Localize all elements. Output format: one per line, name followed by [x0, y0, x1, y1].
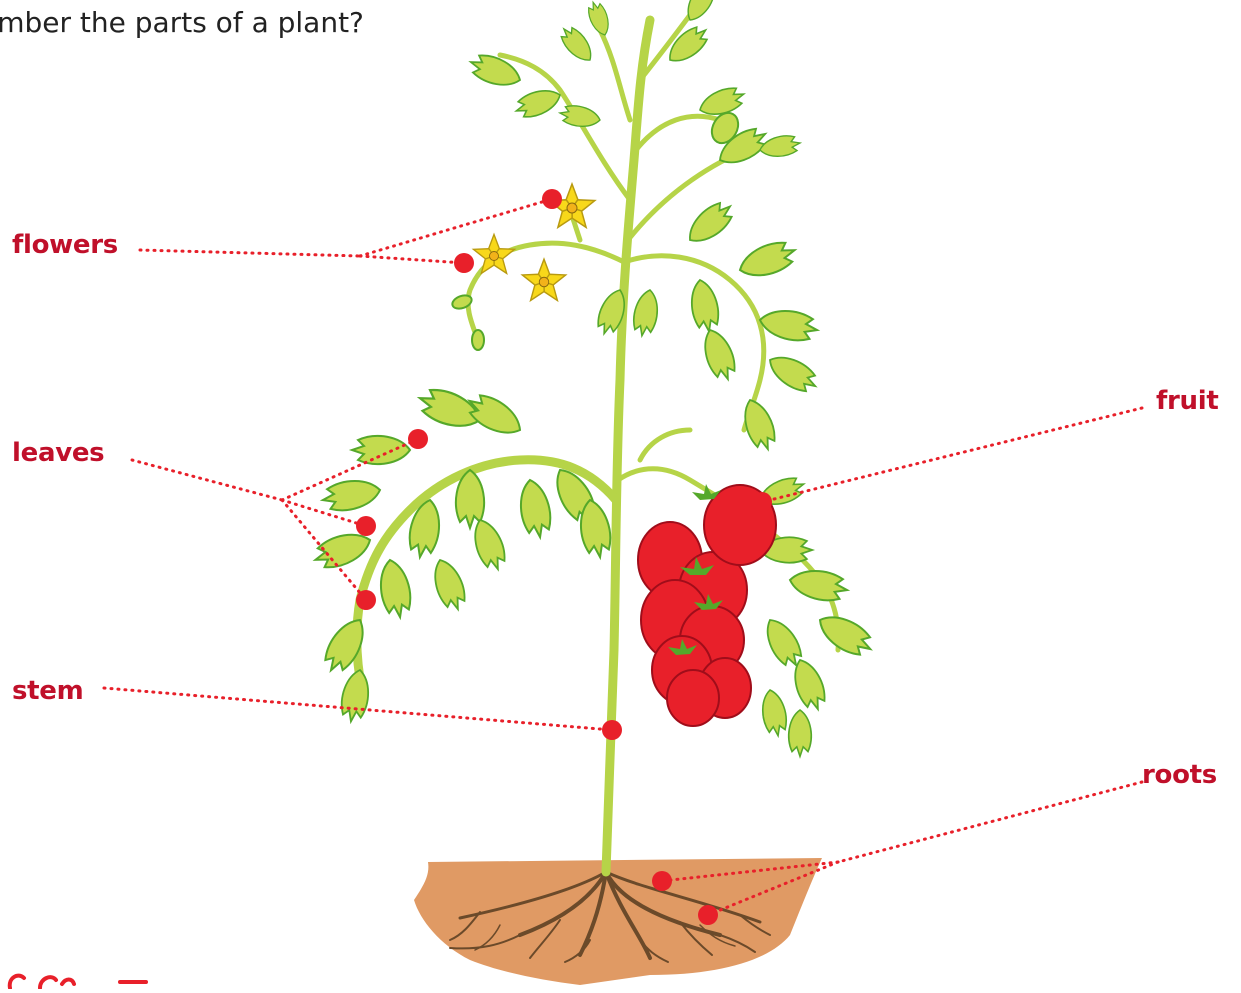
leaflet [467, 50, 525, 92]
dot-flower-1 [542, 189, 562, 209]
leaflet [688, 278, 722, 334]
dot-flower-2 [454, 253, 474, 273]
leaflet [415, 384, 486, 435]
dot-stem [602, 720, 622, 740]
leaflet [319, 613, 372, 677]
leaflet [463, 389, 527, 442]
leaflet [556, 23, 597, 67]
leaflet [558, 103, 601, 129]
leaflet [352, 436, 410, 464]
label-roots: roots [1142, 760, 1217, 790]
dot-root-2 [698, 905, 718, 925]
leaflet [788, 566, 850, 604]
leaflet [758, 306, 820, 344]
dot-leaf-3 [356, 590, 376, 610]
leaflet [338, 668, 372, 724]
leaflet [735, 237, 799, 283]
leaflet [428, 556, 470, 614]
leaflet [698, 326, 740, 384]
main-stem [606, 20, 650, 872]
leaflet [376, 558, 414, 620]
leaflet [813, 608, 877, 661]
leaflet [758, 133, 801, 159]
dot-fruit [752, 492, 772, 512]
dot-root-1 [652, 871, 672, 891]
label-flowers: flowers [12, 230, 118, 260]
dot-leaf-1 [408, 429, 428, 449]
leaflet [789, 710, 812, 756]
brand-logo-fragment [0, 970, 160, 989]
leaflet [631, 288, 661, 338]
label-fruit: fruit [1156, 386, 1219, 416]
leaflet [468, 516, 510, 574]
leaflet [764, 349, 822, 397]
leaflet [682, 197, 738, 250]
leaflet [320, 476, 382, 514]
leaflet [513, 84, 564, 121]
leaflet [585, 0, 613, 38]
dot-leaf-2 [356, 516, 376, 536]
label-leaves: leaves [12, 438, 104, 468]
question-text: ember the parts of a plant? [0, 6, 364, 39]
leaflet [759, 688, 789, 738]
leaflet [516, 478, 554, 540]
label-stem: stem [12, 676, 83, 706]
leaves [311, 0, 878, 756]
flower [521, 259, 568, 304]
